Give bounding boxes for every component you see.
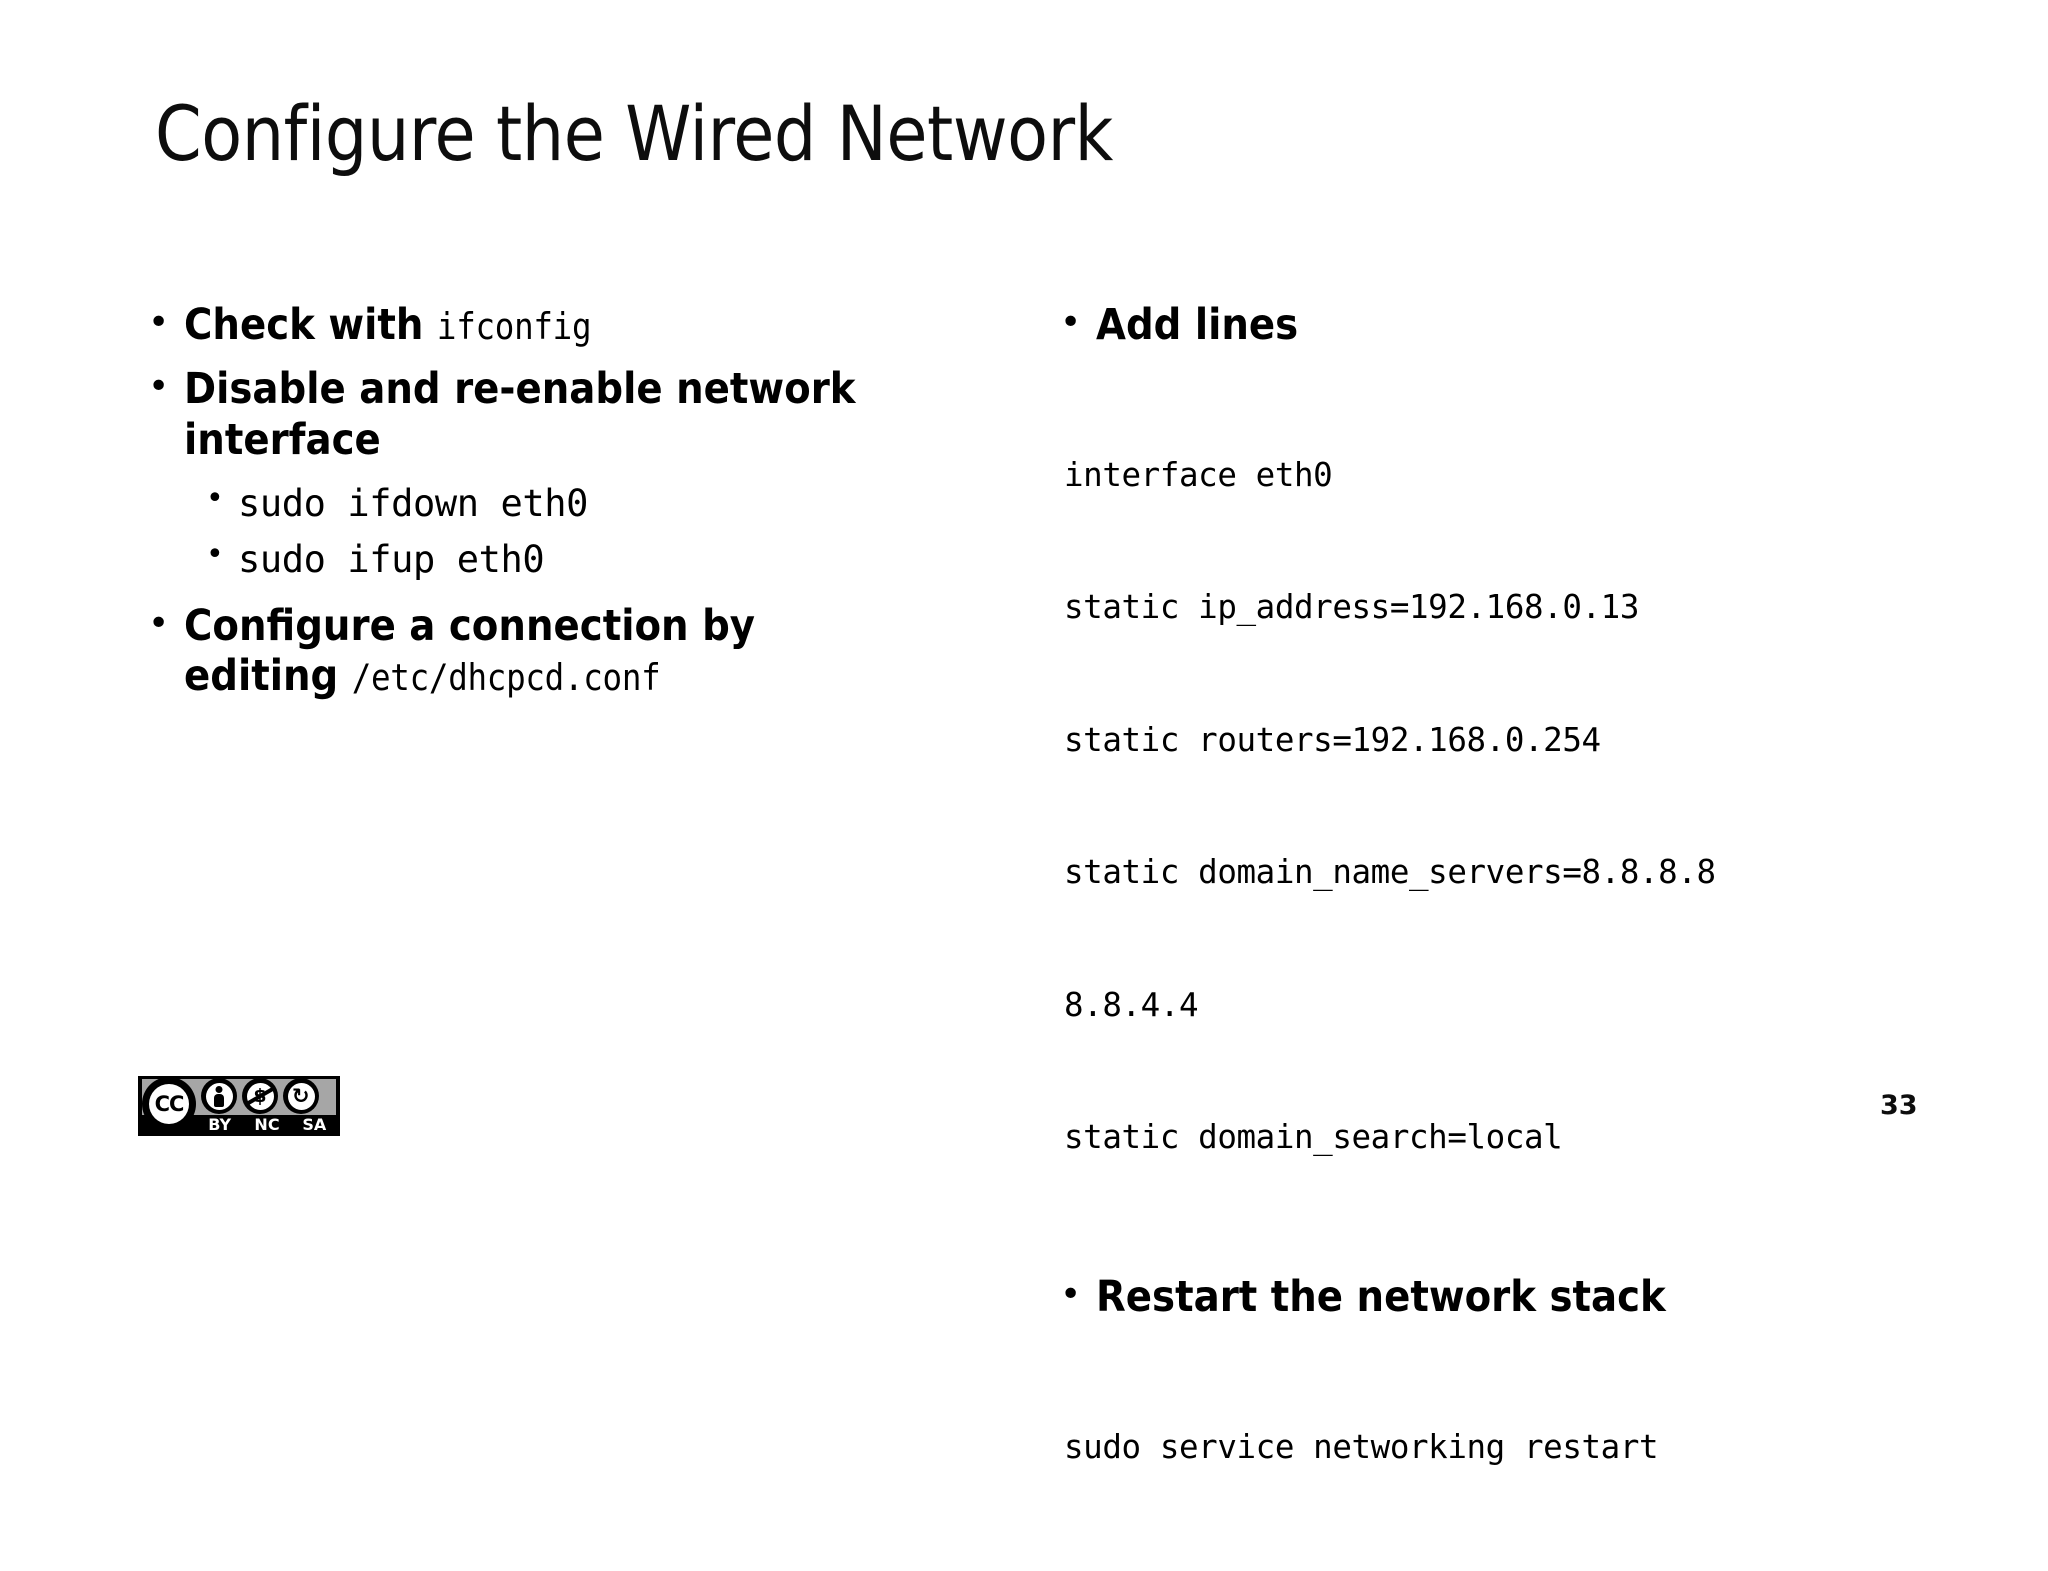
- slide-canvas: Configure the Wired Network • Check with…: [0, 89, 2048, 1466]
- left-content-column: • Check with ifconfig • Disable and re-e…: [148, 300, 948, 715]
- bullet-text-prefix: Check with: [184, 300, 437, 350]
- sharealike-arrow-icon: ↺: [283, 1078, 319, 1114]
- bullet-disable-reenable-interface: • Disable and re-enable network interfac…: [148, 364, 948, 465]
- bullet-point-icon: •: [1060, 302, 1082, 343]
- config-line: static routers=192.168.0.254: [1064, 720, 1601, 759]
- bullet-text: Add lines: [1096, 300, 1299, 350]
- cc-logo-icon: CC: [142, 1077, 196, 1131]
- bullet-point-icon: •: [1060, 1274, 1082, 1316]
- dhcpcd-config-block: interface eth0 static ip_address=192.168…: [1064, 364, 1960, 1248]
- config-line: static domain_search=local: [1064, 1118, 1563, 1157]
- bullet-text: Disable and re-enable network interface: [184, 364, 856, 465]
- cc-mark-label: CC: [154, 1091, 185, 1116]
- inline-code-ifconfig: ifconfig: [436, 305, 592, 348]
- badge-term-labels: BY NC SA: [196, 1114, 338, 1135]
- inline-code-dhcpcd-conf-path: /etc/dhcpcd.conf: [351, 656, 661, 700]
- restart-command: sudo service networking restart: [1064, 1427, 1659, 1466]
- sub-bullet-list: • sudo ifdown eth0 • sudo ifup eth0: [148, 479, 948, 585]
- sub-bullet-command: sudo ifup eth0: [238, 537, 545, 581]
- config-line: static ip_address=192.168.0.13: [1064, 588, 1639, 627]
- license-term-by: BY: [208, 1114, 232, 1134]
- noncommercial-dollar-slash-icon: $: [242, 1078, 278, 1114]
- bullet-text: Configure a connection by editing /etc/d…: [184, 601, 872, 702]
- bullet-text: Check with ifconfig: [184, 300, 872, 350]
- bullet-text-prefix: Configure a connection by editing: [184, 600, 756, 702]
- bullet-check-with-ifconfig: • Check with ifconfig: [148, 300, 948, 350]
- sub-bullet-command: sudo ifdown eth0: [238, 481, 589, 525]
- creative-commons-license-badge: CC $ ↺ BY NC SA: [138, 1076, 340, 1136]
- bullet-text: Restart the network stack: [1096, 1272, 1666, 1323]
- spacer: [1060, 1262, 1960, 1272]
- license-term-sa: SA: [302, 1114, 327, 1134]
- bullet-restart-network-stack: • Restart the network stack: [1060, 1272, 1960, 1322]
- bullet-point-icon: •: [206, 536, 224, 572]
- bullet-configure-connection: • Configure a connection by editing /etc…: [148, 601, 948, 702]
- sub-bullet-ifup: • sudo ifup eth0: [148, 535, 948, 585]
- slide-page-number: 33: [1880, 1090, 1918, 1121]
- config-line: 8.8.4.4: [1064, 985, 1199, 1024]
- bullet-point-icon: •: [148, 602, 170, 644]
- person-body-shape: [214, 1093, 224, 1107]
- license-term-nc: NC: [254, 1114, 280, 1134]
- sub-bullet-ifdown: • sudo ifdown eth0: [148, 479, 948, 529]
- circular-arrow-symbol: ↺: [292, 1083, 310, 1108]
- attribution-person-icon: [201, 1078, 237, 1114]
- bullet-add-lines: • Add lines: [1060, 300, 1960, 350]
- bullet-point-icon: •: [206, 480, 224, 516]
- restart-command-block: sudo service networking restart: [1064, 1336, 1960, 1557]
- bullet-point-icon: •: [148, 302, 170, 343]
- slide-body: • Check with ifconfig • Disable and re-e…: [0, 300, 2048, 1466]
- right-content-column: • Add lines interface eth0 static ip_add…: [1060, 300, 1960, 1571]
- config-line: static domain_name_servers=8.8.8.8: [1064, 853, 1716, 892]
- config-line: interface eth0: [1064, 455, 1333, 494]
- bullet-point-icon: •: [148, 366, 170, 408]
- page-title: Configure the Wired Network: [155, 89, 1113, 178]
- person-head-shape: [215, 1085, 223, 1093]
